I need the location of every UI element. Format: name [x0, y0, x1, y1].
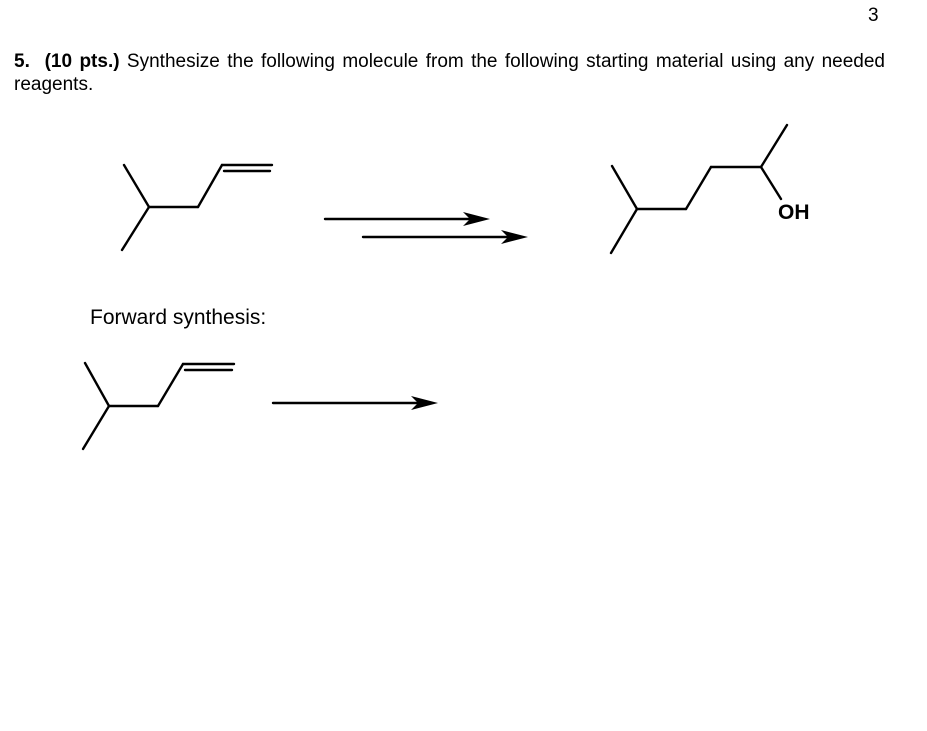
bond: [610, 164, 639, 211]
starting-material-structure: [120, 163, 274, 252]
product-structure: OH: [609, 123, 810, 255]
question-number: 5.: [14, 51, 30, 72]
forward-starting-material-structure: [81, 361, 236, 451]
bond: [120, 205, 151, 252]
question-points: (10 pts.): [44, 51, 120, 72]
bond: [122, 163, 151, 209]
bond: [83, 361, 111, 408]
bond: [759, 123, 789, 169]
question-prompt: 5. (10 pts.) Synthesize the following mo…: [14, 50, 885, 96]
double-arrow: [323, 212, 528, 244]
forward-synthesis-label: Forward synthesis:: [90, 306, 267, 329]
bond: [156, 362, 185, 408]
bond: [196, 163, 224, 209]
arrowhead-lower: [501, 230, 528, 244]
bond: [81, 404, 111, 451]
arrowhead: [411, 396, 438, 410]
page-number: 3: [868, 5, 879, 26]
arrowhead-upper: [463, 212, 490, 226]
hydroxyl-label: OH: [778, 201, 810, 224]
question-text: Synthesize the following molecule from t…: [14, 51, 885, 95]
bond-to-oh: [759, 165, 783, 201]
forward-arrow: [271, 396, 438, 410]
bond: [684, 165, 713, 211]
bond: [609, 207, 639, 255]
